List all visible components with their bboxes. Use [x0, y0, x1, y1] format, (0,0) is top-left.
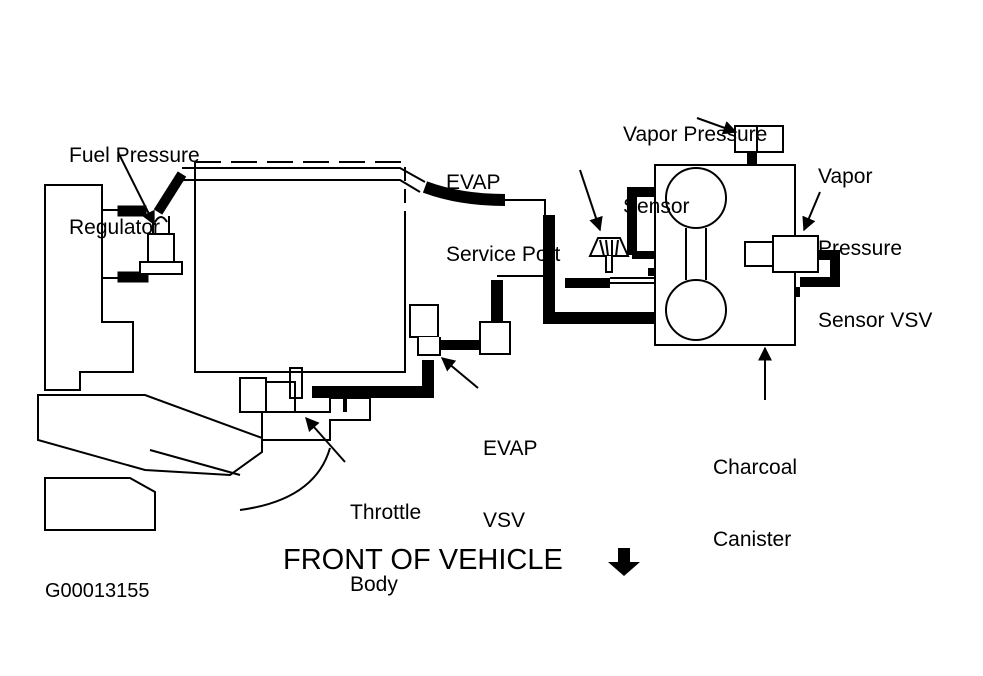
figure-code: G00013155	[45, 580, 150, 602]
label-fuel-pressure-regulator: Fuel Pressure Regulator	[69, 96, 200, 264]
label-throttle-body: Throttle Body	[350, 453, 421, 621]
label-vapor-pressure-sensor: Vapor Pressure Sensor	[623, 75, 767, 243]
label-evap-vsv: EVAP VSV	[483, 389, 537, 557]
label-line: Throttle	[350, 501, 422, 524]
evap-service-port	[588, 237, 630, 273]
intake-manifold	[37, 394, 371, 531]
throttle-body	[239, 367, 303, 413]
label-line: Sensor	[623, 195, 690, 218]
label-line: VSV	[483, 509, 526, 532]
label-line: EVAP	[483, 437, 538, 460]
front-of-vehicle-label: FRONT OF VEHICLE	[283, 544, 563, 576]
label-charcoal-canister: Charcoal Canister	[713, 408, 797, 576]
vapor-pressure-sensor-vsv	[744, 235, 819, 273]
fuel-pressure-regulator	[117, 205, 183, 283]
vapor-pressure-sensor	[734, 125, 784, 153]
evap-vsv	[409, 304, 511, 356]
label-line: Service Port	[446, 243, 561, 266]
label-line: Canister	[713, 528, 792, 551]
label-line: Fuel Pressure	[69, 144, 200, 167]
label-line: Pressure	[818, 237, 903, 260]
engine-block	[44, 184, 134, 391]
label-line: EVAP	[446, 171, 501, 194]
label-line: Body	[350, 573, 398, 596]
label-line: Charcoal	[713, 456, 798, 479]
leader-arrows	[117, 117, 821, 511]
air-chamber	[194, 161, 406, 373]
label-line: Sensor VSV	[818, 309, 933, 332]
label-line: Regulator	[69, 216, 161, 239]
label-vapor-pressure-sensor-vsv: Vapor Pressure Sensor VSV	[818, 117, 932, 357]
charcoal-canister	[654, 164, 796, 346]
down-arrow-icon	[608, 548, 640, 576]
label-line: Vapor Pressure	[623, 123, 768, 146]
label-line: Vapor	[818, 165, 873, 188]
label-evap-service-port: EVAP Service Port	[446, 123, 560, 291]
